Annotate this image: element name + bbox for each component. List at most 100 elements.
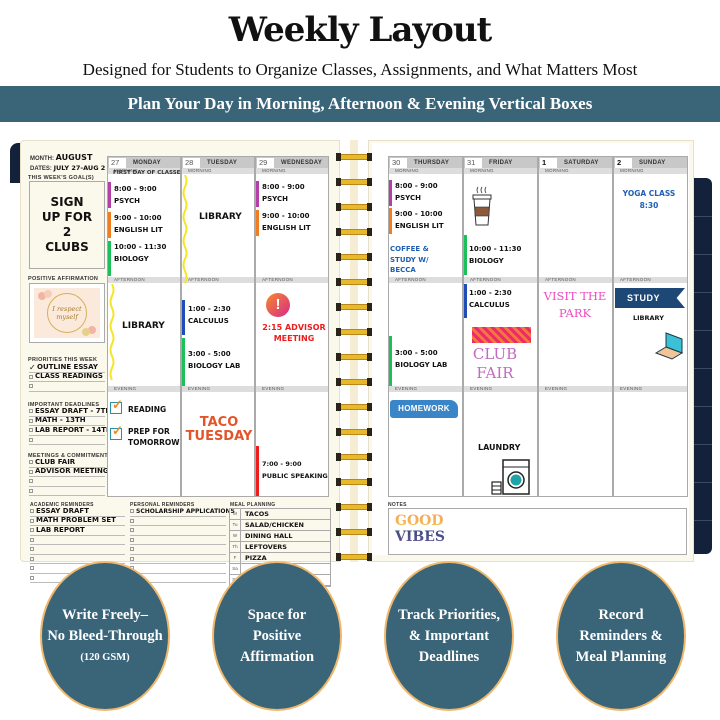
priorities-list: ✓OUTLINE ESSAY CLASS READINGS	[29, 363, 105, 392]
priority-item[interactable]: ✓OUTLINE ESSAY	[29, 363, 105, 373]
spiral-ring	[336, 478, 372, 486]
spiral-ring	[336, 528, 372, 536]
reminder-item[interactable]	[30, 555, 125, 564]
checkbox[interactable]	[29, 428, 33, 433]
checkbox[interactable]	[29, 469, 33, 474]
checkbox-checked-icon[interactable]: ✓	[110, 397, 123, 414]
reminder-item[interactable]: SCHOLARSHIP APPLICATIONS	[130, 507, 235, 517]
priority-item[interactable]	[29, 382, 105, 392]
checkbox[interactable]	[29, 479, 33, 484]
spiral-ring	[336, 503, 372, 511]
spine	[340, 140, 368, 562]
meeting-item[interactable]: CLUB FAIR	[29, 458, 105, 468]
checkbox[interactable]	[29, 460, 33, 465]
evening-task[interactable]: READING	[128, 405, 167, 414]
morning-label: MORNING	[256, 168, 328, 174]
evening-label: EVENING	[614, 386, 687, 392]
morning-text[interactable]: LIBRARY	[199, 212, 242, 222]
notes-box[interactable]: GOOD VIBES	[388, 508, 687, 555]
meeting-item[interactable]	[29, 477, 105, 487]
spiral-ring	[336, 278, 372, 286]
afternoon-label: AFTERNOON	[464, 277, 537, 283]
spiral-ring	[336, 453, 372, 461]
highlight-wave-icon	[109, 284, 115, 381]
checkbox[interactable]	[29, 437, 33, 442]
checkmark-icon: ✓	[29, 362, 36, 372]
meal-planning-label: MEAL PLANNING	[230, 502, 276, 508]
morning-label: MORNING	[182, 168, 254, 174]
deadline-item[interactable]	[29, 436, 105, 445]
reminder-item[interactable]	[130, 555, 226, 564]
spiral-ring	[336, 228, 372, 236]
day-name: SUNDAY	[639, 159, 666, 166]
day-name: WEDNESDAY	[281, 159, 323, 166]
meeting-item[interactable]: ADVISOR MEETING	[29, 467, 109, 477]
reminder-item[interactable]	[130, 526, 226, 536]
event-color-bar	[389, 180, 392, 206]
event-color-bar	[108, 182, 111, 208]
homework-badge: HOMEWORK	[390, 400, 458, 418]
checkbox[interactable]	[29, 374, 33, 379]
reminder-item[interactable]	[130, 545, 226, 555]
feature-circle-paper: Write Freely–No Bleed-Through(120 GSM)	[40, 561, 170, 711]
goals-label: THIS WEEK'S GOAL(S)	[28, 175, 94, 181]
evening-text[interactable]: LAUNDRY	[478, 443, 521, 452]
afternoon-text[interactable]: LIBRARY	[122, 321, 165, 331]
afternoon-label: AFTERNOON	[389, 277, 462, 283]
reminder-item[interactable]	[30, 536, 125, 545]
morning-text[interactable]: YOGA CLASS 8:30	[622, 189, 676, 210]
deadline-item[interactable]: LAB REPORT - 14TH	[29, 426, 112, 436]
checkbox[interactable]	[29, 384, 33, 389]
club-fair-sticker: CLUB FAIR	[472, 345, 518, 382]
day-name: THURSDAY	[414, 159, 450, 166]
deadline-item[interactable]: MATH - 13TH	[29, 416, 105, 426]
personal-reminders-list: SCHOLARSHIP APPLICATIONS	[130, 507, 235, 583]
morning-note[interactable]: COFFEE & STUDY W/ BECCA	[390, 245, 429, 274]
day-number: 31	[465, 157, 482, 168]
checkbox[interactable]	[29, 409, 33, 414]
meeting-item[interactable]	[29, 487, 105, 496]
evening-task[interactable]: PREP FOR TOMORROW	[128, 427, 180, 447]
event-color-bar	[256, 446, 259, 496]
checkbox-checked-icon[interactable]: ✓	[110, 423, 123, 440]
deadline-item[interactable]: ESSAY DRAFT - 7TH	[29, 407, 111, 417]
checkbox[interactable]	[29, 418, 33, 423]
evening-label: EVENING	[108, 386, 180, 392]
afternoon-text[interactable]: 2:15 ADVISOR MEETING	[262, 323, 326, 343]
reminder-item[interactable]: LAB REPORT	[30, 526, 125, 536]
affirmation-sticker: I respect myself	[47, 293, 87, 333]
reminder-item[interactable]	[130, 536, 226, 545]
notes-label: NOTES	[388, 502, 407, 508]
reminder-item[interactable]: MATH PROBLEM SET	[30, 516, 125, 526]
checkbox[interactable]	[29, 488, 33, 493]
afternoon-text[interactable]: LIBRARY	[633, 314, 664, 322]
reminder-item[interactable]	[30, 545, 125, 555]
priority-item[interactable]: CLASS READINGS	[29, 372, 105, 382]
event-color-bar	[256, 181, 259, 207]
reminder-item[interactable]	[130, 517, 226, 526]
dates-field: DATES: JULY 27-AUG 2	[30, 164, 106, 172]
reminder-item[interactable]: ESSAY DRAFT	[30, 507, 125, 517]
month-field: MONTH: AUGUST	[30, 153, 93, 162]
reminder-item[interactable]	[130, 564, 226, 574]
day-number: 1	[540, 157, 557, 168]
